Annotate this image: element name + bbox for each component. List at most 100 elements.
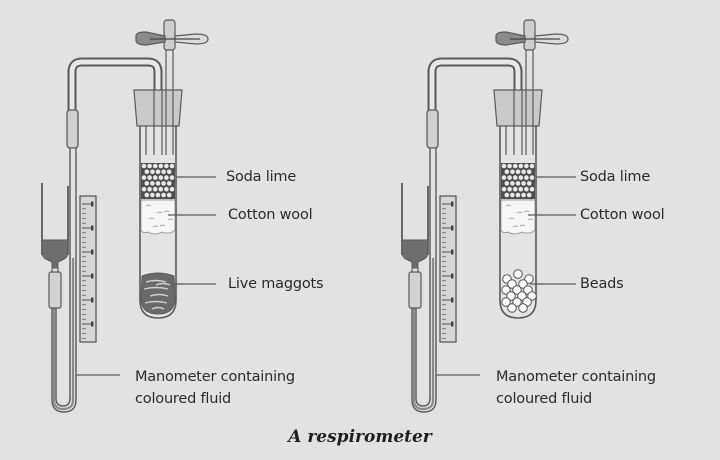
cotton-fibre bbox=[505, 204, 512, 207]
soda-lime-granule bbox=[147, 163, 152, 169]
scale-mark bbox=[91, 297, 94, 303]
scale-mark bbox=[451, 201, 454, 207]
apparatus-control bbox=[401, 19, 576, 413]
soda-lime-granule bbox=[529, 163, 535, 169]
soda-lime-granule bbox=[507, 175, 512, 180]
manometer-u-bend-outer bbox=[51, 300, 77, 413]
reservoir-fluid bbox=[41, 239, 69, 269]
soda-lime-granule bbox=[164, 175, 169, 180]
scale-mark bbox=[451, 297, 454, 303]
soda-lime-granule bbox=[510, 192, 515, 198]
soda-lime-granule bbox=[144, 169, 150, 175]
label-live-maggots: Live maggots bbox=[228, 276, 324, 292]
label-manometer-right: Manometer containing bbox=[496, 369, 656, 385]
rubber-bung bbox=[133, 89, 183, 127]
label-beads: Beads bbox=[580, 276, 624, 292]
soda-lime-granule bbox=[521, 181, 526, 186]
cotton-fibre bbox=[523, 210, 530, 213]
scale-mark bbox=[451, 273, 454, 279]
soda-lime-granule bbox=[144, 192, 150, 198]
delivery-tube-inner bbox=[69, 59, 161, 128]
figure-caption: A respirometer bbox=[288, 427, 432, 447]
delivery-tube-inner bbox=[429, 59, 521, 128]
soda-lime-granule bbox=[504, 192, 510, 198]
cotton-fibre bbox=[167, 218, 174, 221]
soda-lime-granule bbox=[504, 169, 510, 175]
soda-lime-granule bbox=[150, 169, 155, 175]
soda-lime-granule bbox=[141, 175, 147, 180]
label-cotton-wool-right: Cotton wool bbox=[580, 207, 665, 223]
soda-lime-granule bbox=[524, 163, 529, 169]
glass-bead bbox=[507, 303, 517, 313]
glass-beads bbox=[501, 269, 537, 313]
soda-lime-granule bbox=[507, 163, 512, 169]
soda-lime-granule bbox=[501, 175, 507, 180]
soda-lime-granule bbox=[518, 163, 524, 169]
scale-mark bbox=[451, 225, 454, 231]
scale-mark bbox=[451, 249, 454, 255]
cotton-fibre bbox=[512, 225, 519, 228]
soda-lime-granule bbox=[518, 175, 524, 180]
soda-lime-granule bbox=[507, 186, 512, 192]
soda-lime-granule bbox=[152, 186, 158, 192]
scale-mark bbox=[91, 225, 94, 231]
label-manometer-left-line2: coloured fluid bbox=[135, 391, 232, 407]
scale-mark bbox=[91, 321, 94, 327]
soda-lime-granule bbox=[169, 186, 175, 192]
soda-lime-granule bbox=[158, 163, 164, 169]
soda-lime-granule bbox=[510, 181, 515, 186]
label-cotton-wool-left: Cotton wool bbox=[228, 207, 313, 223]
soda-lime-granule bbox=[512, 175, 518, 180]
scale-mark bbox=[451, 321, 454, 327]
maggot bbox=[149, 293, 169, 297]
soda-lime-granule bbox=[166, 192, 172, 198]
reservoir-connector bbox=[48, 271, 62, 309]
soda-lime-granule bbox=[524, 175, 529, 180]
maggot bbox=[145, 279, 167, 283]
manometer-u-bend-outer bbox=[411, 300, 437, 413]
cotton-fibre bbox=[148, 217, 155, 220]
measurement-scale bbox=[439, 195, 457, 343]
soda-lime-granule bbox=[158, 175, 164, 180]
cotton-fibre bbox=[527, 218, 534, 221]
scale-mark bbox=[91, 249, 94, 255]
tap-body bbox=[523, 19, 536, 51]
cotton-fibre bbox=[145, 204, 152, 207]
soda-lime-granule bbox=[161, 181, 166, 186]
soda-lime-granule bbox=[529, 175, 535, 180]
soda-lime-granule bbox=[150, 192, 155, 198]
soda-lime-granule bbox=[529, 186, 535, 192]
soda-lime-granule bbox=[521, 192, 526, 198]
soda-lime-granule bbox=[164, 186, 169, 192]
measurement-scale bbox=[79, 195, 97, 343]
soda-lime-granule bbox=[510, 169, 515, 175]
glass-bead bbox=[513, 269, 523, 279]
soda-lime-granule bbox=[512, 163, 518, 169]
cotton-wool-layer bbox=[140, 199, 176, 235]
soda-lime-granule bbox=[155, 181, 161, 186]
soda-lime-granule bbox=[144, 181, 150, 186]
soda-lime-granule bbox=[155, 169, 161, 175]
soda-lime-granule bbox=[524, 186, 529, 192]
cotton-fibre bbox=[159, 224, 166, 227]
soda-lime-granule bbox=[526, 192, 532, 198]
label-soda-lime-left: Soda lime bbox=[226, 169, 297, 185]
soda-lime-granule bbox=[166, 181, 172, 186]
soda-lime-granule bbox=[515, 169, 521, 175]
soda-lime-granule bbox=[141, 163, 147, 169]
soda-lime-granule bbox=[141, 186, 147, 192]
live-maggots bbox=[140, 272, 176, 315]
label-soda-lime-right: Soda lime bbox=[580, 169, 651, 185]
soda-lime-granule bbox=[161, 169, 166, 175]
manometer-fluid bbox=[412, 258, 435, 411]
soda-lime-granule bbox=[526, 169, 532, 175]
reservoir-fluid bbox=[401, 239, 429, 269]
soda-lime-granule bbox=[152, 175, 158, 180]
cotton-fibre bbox=[156, 211, 163, 214]
label-manometer-right-line2: coloured fluid bbox=[496, 391, 593, 407]
soda-lime-granule bbox=[169, 163, 175, 169]
scale-mark bbox=[91, 201, 94, 207]
soda-lime-granule bbox=[521, 169, 526, 175]
